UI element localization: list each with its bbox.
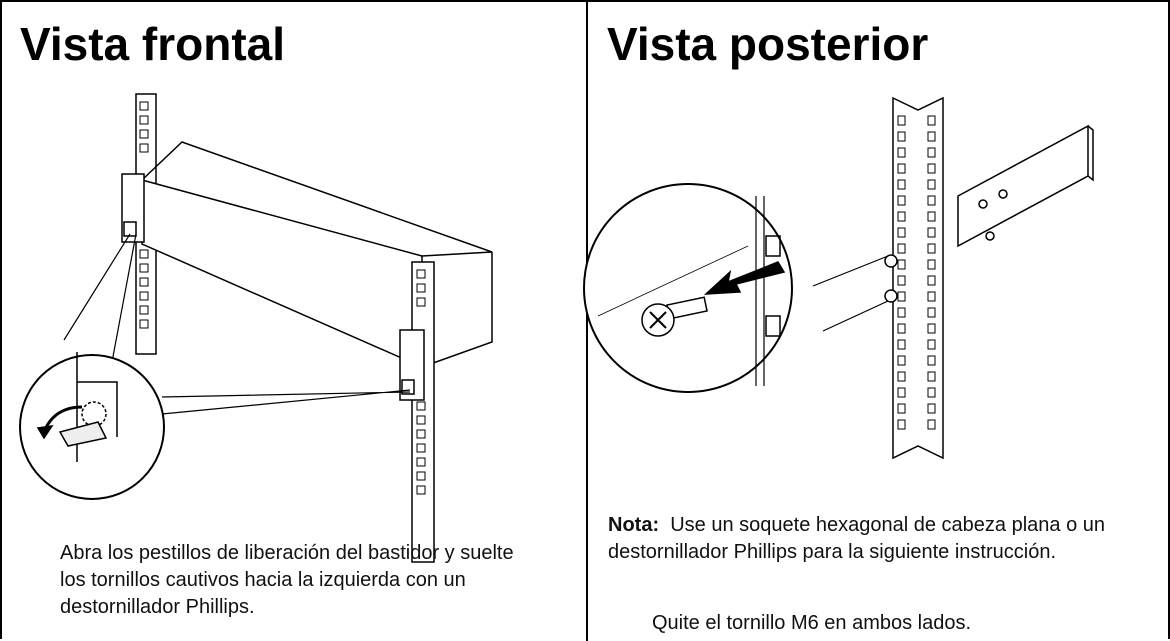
server-chassis [141,179,423,369]
right-post-holes [416,269,426,495]
rear-post-holes [897,115,936,430]
note-text: Nota: Use un soquete hexagonal de cabeza… [608,512,1148,566]
screw-zoom-circle [583,183,793,393]
remove-screw-arrow-icon [703,261,786,295]
front-view-title: Vista frontal [20,18,285,70]
note-label: Nota: [608,514,660,536]
note-body: Use un soquete hexagonal de cabeza plana… [608,514,1106,563]
left-post-holes [139,101,149,329]
slide-rail [957,124,1089,248]
front-view-illustration [19,93,493,563]
front-instruction-text: Abra los pestillos de liberación del bas… [60,542,514,618]
rear-view-illustration [583,96,1094,460]
rear-view-title: Vista posterior [607,18,929,70]
rear-instruction-text: Quite el tornillo M6 en ambos lados. [652,612,972,634]
right-rack-post [411,261,435,563]
panel-divider [586,2,588,641]
